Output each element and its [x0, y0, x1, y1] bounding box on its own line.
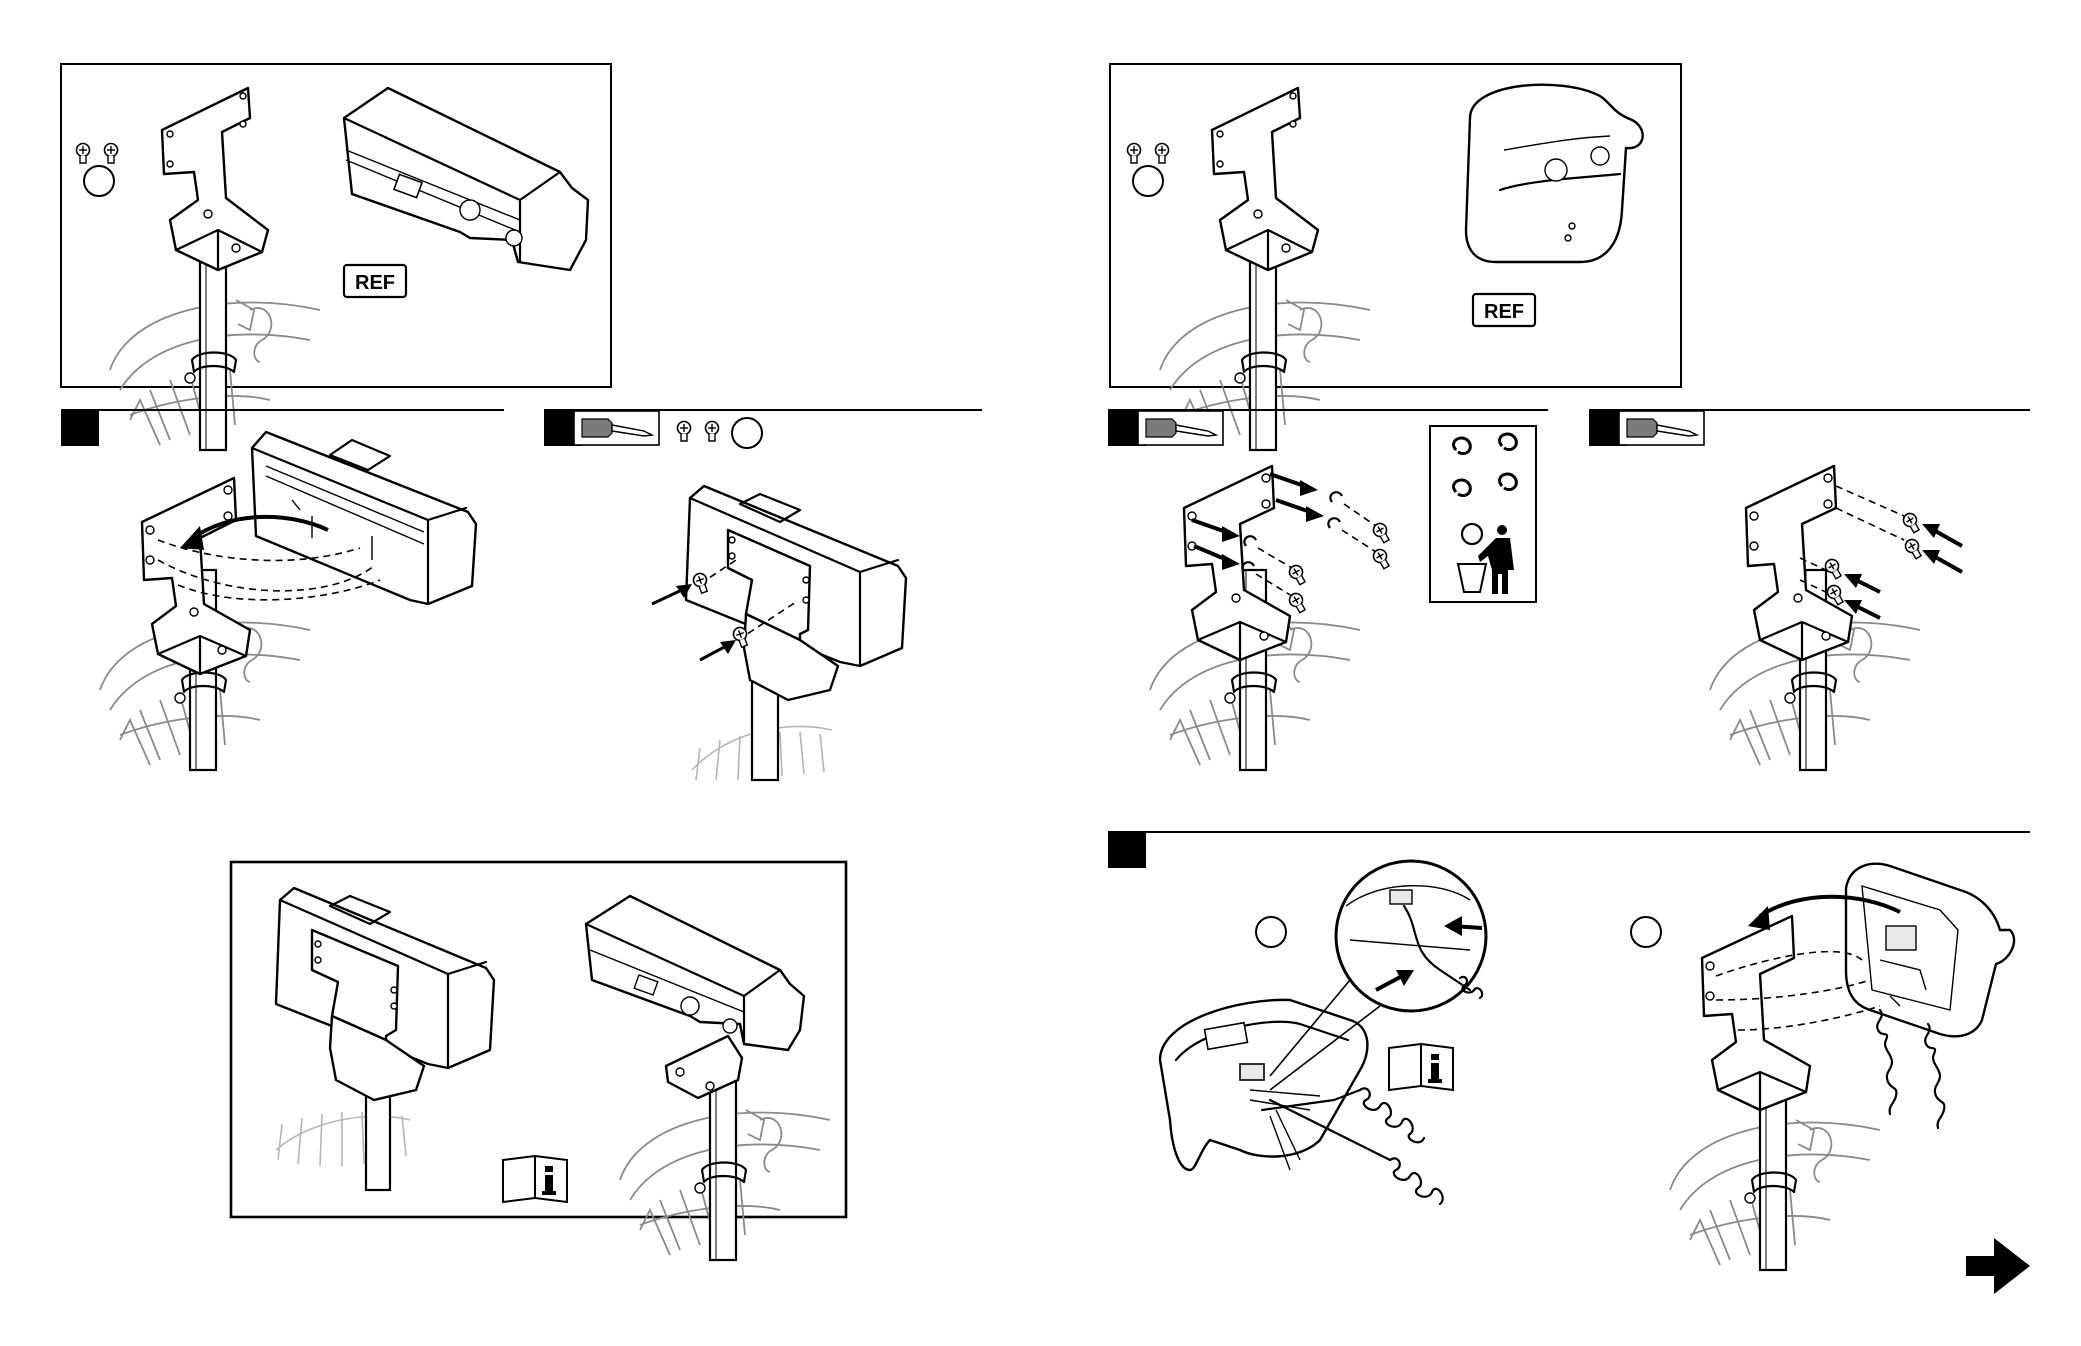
ref-label-right: REF — [1484, 301, 1524, 323]
step-marker — [61, 410, 99, 446]
screwdriver-icon — [1619, 411, 1704, 445]
reference-panel-right: REF — [1110, 64, 1681, 450]
zoom-detail — [1336, 861, 1486, 1011]
screw-icon — [678, 422, 691, 442]
pole-illustration — [110, 250, 320, 450]
screw-icon — [77, 144, 90, 164]
screw-icon — [1128, 144, 1141, 164]
screw-icon — [1901, 511, 1922, 534]
step-1-remove-device — [61, 410, 504, 770]
arrow-right-icon[interactable] — [1966, 1238, 2030, 1294]
screw-icon — [1156, 144, 1169, 164]
screwdriver-icon — [1138, 411, 1223, 445]
book-info-icon — [1389, 1044, 1453, 1090]
count-circle — [84, 166, 114, 196]
screw-icon — [706, 422, 719, 442]
screw-icon — [105, 144, 118, 164]
count-circle — [732, 418, 762, 448]
count-circle — [1256, 917, 1286, 947]
book-info-icon — [503, 1156, 567, 1202]
reference-panel-left: REF — [61, 64, 611, 450]
step-1-remove-screws — [1108, 410, 1548, 770]
step-2-screw-device — [544, 410, 982, 780]
variant-panel — [231, 862, 846, 1260]
screw-icon — [1903, 537, 1924, 560]
step-3-connect-cables — [1108, 832, 2030, 1270]
screwdriver-icon — [574, 411, 659, 445]
count-circle — [1631, 917, 1661, 947]
count-circle — [1133, 166, 1163, 196]
recycle-bin-icon — [1430, 426, 1536, 602]
ref-label-left: REF — [355, 272, 395, 294]
step-marker — [1108, 832, 1146, 868]
step-2-attach-screws — [1589, 410, 2030, 770]
pole-illustration — [620, 1060, 830, 1260]
